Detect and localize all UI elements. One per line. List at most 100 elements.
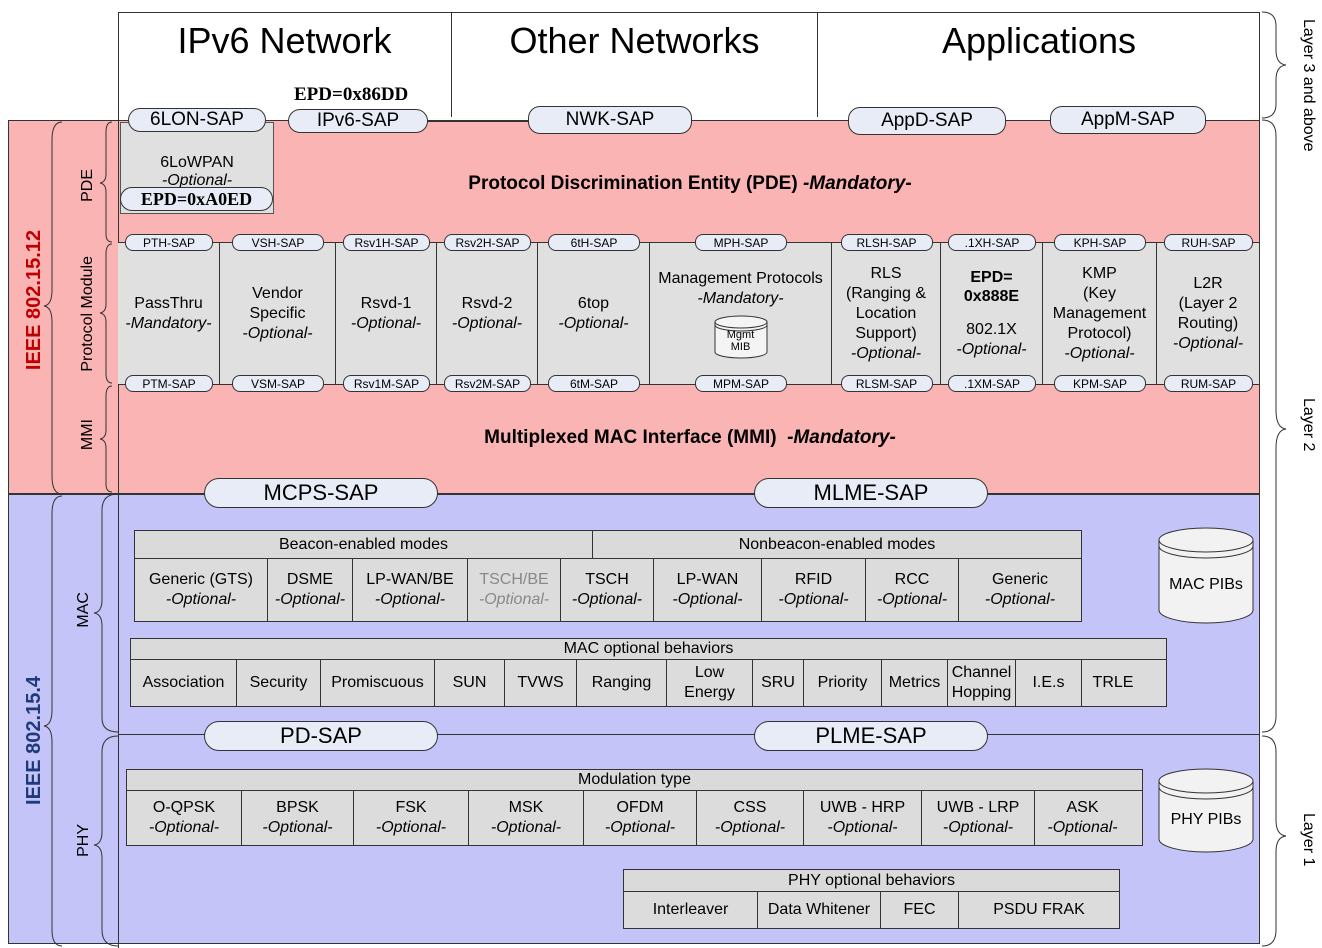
- protocol-module-box: PassThru -Mandatory-: [118, 243, 220, 384]
- layer2-text: Layer 2: [1300, 398, 1317, 452]
- protocol-module-name: Routing): [1177, 314, 1239, 332]
- protocol-module-name: Protocol): [1067, 324, 1132, 342]
- protocol-module-name: Support): [855, 324, 917, 342]
- phy-optional-cell: FEC: [881, 892, 959, 928]
- mac-optional-cell: Ranging: [577, 660, 667, 706]
- mac-optional-cell: TVWS: [505, 660, 577, 706]
- modulation-cell: ASK-Optional-: [1035, 791, 1130, 845]
- upper-divider-2: [817, 12, 818, 117]
- protocol-module-name: 6top: [577, 294, 610, 312]
- mac-mode-cell-name: Generic (GTS): [148, 571, 253, 588]
- mgmt-mib-cylinder: Mgmt MIB: [714, 315, 768, 359]
- protocol-module-status: -Optional-: [350, 314, 422, 332]
- modulation-cell: FSK -Optional-: [354, 791, 469, 845]
- sixlowpan-name: 6LoWPAN: [160, 154, 234, 171]
- protocol-sap-bottom: 6tM-SAP: [548, 375, 640, 392]
- mac-mode-cell: LP-WAN/BE -Optional-: [353, 559, 468, 621]
- mac-optional-cell: Channel Hopping: [948, 660, 1016, 706]
- phy-optional-cell: Interleaver: [624, 892, 758, 928]
- mac-optional-cell: TRLE: [1092, 674, 1134, 691]
- modulation-cell-name: BPSK: [276, 799, 319, 816]
- protocol-module-status: -Mandatory-: [697, 289, 784, 307]
- left-column-line-2: [118, 494, 119, 944]
- protocol-module-status: -Optional-: [956, 340, 1027, 358]
- protocol-sap-bottom: RUM-SAP: [1164, 375, 1253, 392]
- modulation-cell-status: -Optional-: [1047, 819, 1118, 836]
- modulation-cell-status: -Optional-: [148, 819, 220, 836]
- mac-mode-cell: DSME -Optional-: [268, 559, 353, 621]
- layer1-text: Layer 1: [1300, 813, 1317, 867]
- protocol-sap-top: VSH-SAP: [232, 234, 324, 251]
- modulation-cell: OFDM -Optional-: [584, 791, 697, 845]
- mac-mode-cell: Generic (GTS)-Optional-: [135, 559, 268, 621]
- modulation-cell-status: -Optional-: [942, 819, 1014, 836]
- protocol-module-name: Location: [855, 304, 917, 322]
- sap-appm: AppM-SAP: [1050, 106, 1206, 134]
- modulation-cell-name: O-QPSK: [152, 799, 216, 816]
- pde-title-main: Protocol Discrimination Entity (PDE): [468, 173, 798, 194]
- epd-ipv6-label: EPD=0x86DD: [294, 84, 409, 105]
- mac-mode-cell-status: -Optional-: [274, 591, 346, 608]
- protocol-sap-top: PTH-SAP: [125, 234, 213, 251]
- mac-mode-cell-name: LP-WAN/BE: [366, 571, 454, 588]
- mac-mode-cell-name: DSME: [286, 571, 334, 588]
- mac-mode-cell-status: -Optional-: [374, 591, 446, 608]
- mac-optional-cell: I.E.s: [1016, 660, 1082, 706]
- pde-title: Protocol Discrimination Entity (PDE) -Ma…: [300, 170, 1080, 198]
- mmi-divider: [118, 384, 1260, 385]
- modulation-cell-status: -Optional-: [490, 819, 562, 836]
- protocol-sap-top: Rsv2H-SAP: [444, 234, 531, 251]
- modulation-cell-name: CSS: [733, 799, 767, 816]
- header-applications: Applications: [941, 20, 1137, 61]
- protocol-sap-top: Rsv1H-SAP: [343, 234, 430, 251]
- upper-layer-box: [118, 12, 1260, 122]
- protocol-sap-top: MPH-SAP: [695, 234, 787, 251]
- protocol-sap-top: 6tH-SAP: [548, 234, 640, 251]
- mac-mode-cell: TSCH-Optional-: [561, 559, 654, 621]
- mac-optional-cell: Low Energy: [667, 660, 753, 706]
- mac-phy-divider: [118, 734, 1260, 735]
- protocol-module-name: L2R: [1193, 274, 1223, 292]
- upper-divider-1: [451, 12, 452, 117]
- protocol-module-status: -Mandatory-: [125, 314, 212, 332]
- mac-pibs-label: MAC PIBs: [1169, 576, 1243, 593]
- mac-mode-cell-status: -Optional-: [778, 591, 849, 608]
- protocol-module-name: (Layer 2: [1178, 294, 1238, 312]
- mac-modes-row: Generic (GTS)-Optional-DSME-Optional-LP-…: [134, 558, 1082, 622]
- mac-mode-cell-name: TSCH/BE: [479, 571, 549, 588]
- protocol-module-status: -Optional-: [1064, 344, 1135, 362]
- modulation-cell-name: UWB - HRP: [819, 799, 906, 816]
- protocol-module-box: Rsvd-2-Optional-: [437, 243, 538, 384]
- phy-optional-cell: Data Whitener: [758, 892, 881, 928]
- epd-6lowpan-badge: EPD=0xA0ED: [120, 187, 273, 211]
- phy-pibs-cylinder: [1158, 768, 1254, 853]
- protocol-module-name: (Ranging &: [845, 284, 927, 302]
- sap-6lon: 6LON-SAP: [128, 108, 266, 132]
- modulation-cell-name: FSK: [395, 799, 427, 816]
- mac-mode-cell-status: -Optional-: [984, 591, 1056, 608]
- layer3-label: Layer 3 and above: [1294, 10, 1322, 160]
- protocol-sap-bottom: MPM-SAP: [695, 375, 787, 392]
- protocol-module-name: Rsvd-2: [461, 294, 513, 312]
- modulation-cell-name: OFDM: [616, 799, 664, 816]
- protocol-module-name: 802.1X: [966, 320, 1017, 338]
- protocol-module-box: 6top -Optional-: [538, 243, 650, 384]
- modulation-cell-name: UWB - LRP: [936, 799, 1020, 816]
- protocol-module-name: PassThru: [134, 294, 203, 312]
- modulation-cell: MSK-Optional-: [469, 791, 584, 845]
- protocol-module-name: (Key: [1083, 284, 1116, 302]
- modulation-cell: O-QPSK -Optional-: [127, 791, 242, 845]
- protocol-module-name: Vendor: [252, 284, 303, 302]
- mac-mode-cell: RCC-Optional-: [866, 559, 959, 621]
- mmi-title-main: Multiplexed MAC Interface (MMI): [484, 427, 788, 448]
- protocol-module-box: Management Protocols-Mandatory-Mgmt MIB: [650, 243, 832, 384]
- protocol-module-status: -Optional-: [242, 324, 313, 342]
- protocol-module-status: -Optional-: [558, 314, 629, 332]
- modulation-cell-status: -Optional-: [375, 819, 447, 836]
- sap-mlme: MLME-SAP: [754, 478, 988, 508]
- mac-optional-cell: Promiscuous: [321, 660, 435, 706]
- modulation-cell-status: -Optional-: [604, 819, 676, 836]
- protocol-sap-bottom: Rsv1M-SAP: [343, 375, 430, 392]
- mac-mode-cell-status: -Optional-: [478, 591, 550, 608]
